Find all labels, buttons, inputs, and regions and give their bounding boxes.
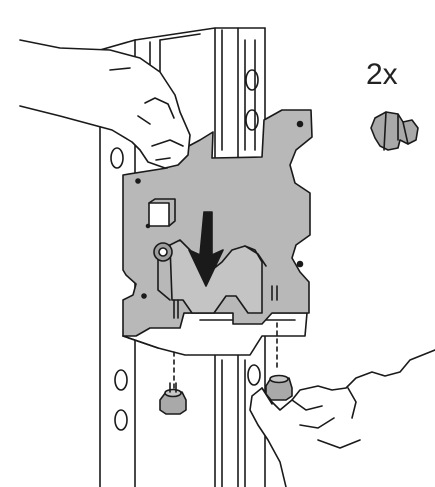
hand-icon: [249, 349, 435, 487]
thumb-screw-icon: [265, 374, 293, 401]
quantity-label: 2x: [366, 58, 398, 91]
bracket-pins: [173, 285, 278, 389]
down-arrow-icon: [188, 211, 224, 287]
thumb-screw-icon: [370, 111, 419, 151]
hand-icon: [19, 39, 191, 169]
thumb-screw-icon: [159, 382, 187, 415]
